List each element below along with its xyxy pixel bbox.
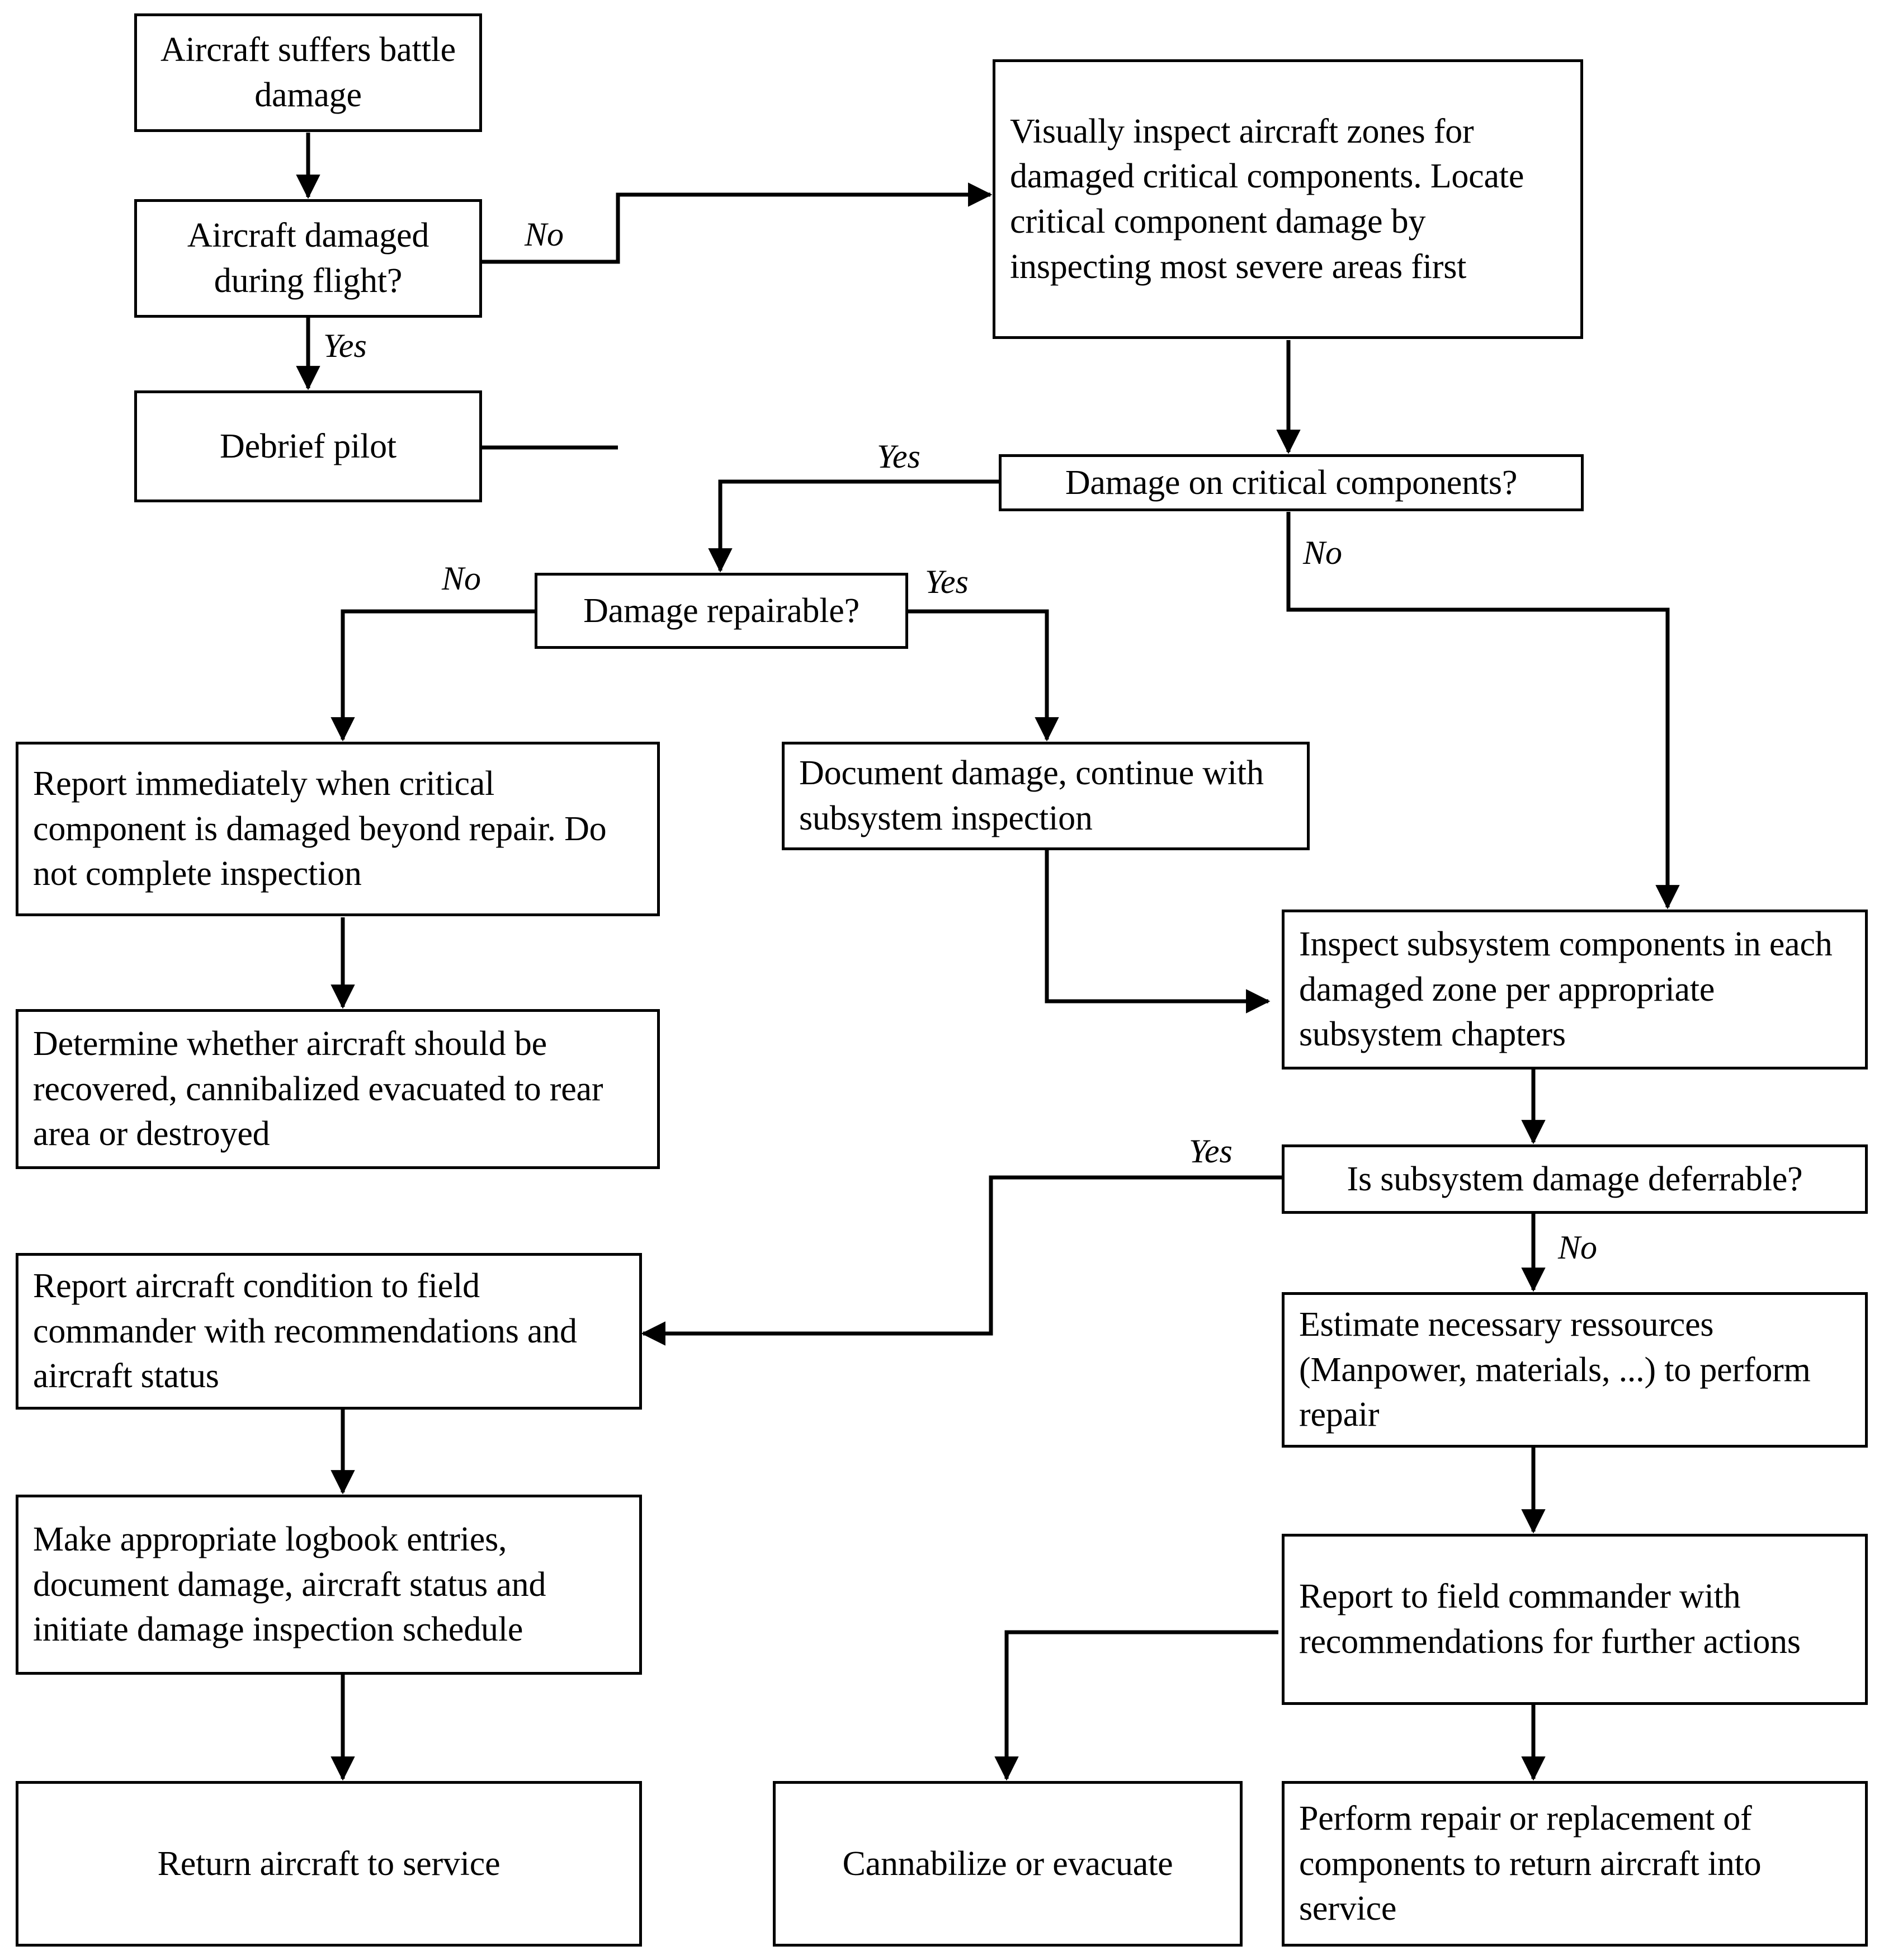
node-label: Damage on critical components?: [1065, 463, 1518, 502]
node-label: Debrief pilot: [220, 427, 396, 465]
node-report-to-field-commander-further-actions[interactable]: Report to field commander with recommend…: [1282, 1534, 1868, 1705]
edge-label-repairable-yes: Yes: [925, 563, 969, 600]
node-make-logbook-entries[interactable]: Make appropriate logbook entries, docume…: [16, 1495, 642, 1675]
node-cannibalize-or-evacuate[interactable]: Cannabilize or evacuate: [773, 1781, 1243, 1947]
node-aircraft-suffers-battle-damage[interactable]: Aircraft suffers battle damage: [134, 13, 482, 132]
edge-label-deferrable-no: No: [1558, 1229, 1598, 1266]
node-label: Visually inspect aircraft zones for dama…: [1010, 112, 1524, 286]
node-report-aircraft-condition-to-field-commander[interactable]: Report aircraft condition to field comma…: [16, 1253, 642, 1410]
node-estimate-necessary-ressources[interactable]: Estimate necessary ressources (Manpower,…: [1282, 1292, 1868, 1448]
node-perform-repair-or-replacement[interactable]: Perform repair or replacement of compone…: [1282, 1781, 1868, 1947]
edge-label-critical-no: No: [1303, 534, 1343, 571]
node-label: Document damage, continue with subsystem…: [799, 754, 1264, 837]
node-aircraft-damaged-during-flight[interactable]: Aircraft damaged during flight?: [134, 199, 482, 318]
node-is-subsystem-damage-deferrable[interactable]: Is subsystem damage deferrable?: [1282, 1144, 1868, 1214]
node-determine-whether-aircraft-recovered[interactable]: Determine whether aircraft should be rec…: [16, 1009, 660, 1169]
edge-label-deferrable-yes: Yes: [1189, 1133, 1233, 1170]
node-label: Perform repair or replacement of compone…: [1299, 1799, 1762, 1928]
node-label: Cannabilize or evacuate: [842, 1844, 1173, 1883]
edge-deferrable-yes-to-condition: [641, 1175, 1283, 1346]
node-debrief-pilot[interactable]: Debrief pilot: [134, 390, 482, 502]
edge-label-flight-no: No: [525, 216, 564, 253]
node-return-aircraft-to-service[interactable]: Return aircraft to service: [16, 1781, 642, 1947]
node-label: Aircraft damaged during flight?: [187, 216, 429, 300]
node-label: Determine whether aircraft should be rec…: [33, 1025, 603, 1153]
node-label: Aircraft suffers battle damage: [160, 31, 456, 114]
edge-repairable-no-to-report: [330, 609, 537, 742]
node-damage-repairable[interactable]: Damage repairable?: [535, 573, 908, 649]
node-label: Report to field commander with recommend…: [1299, 1577, 1801, 1661]
node-visually-inspect-aircraft-zones[interactable]: Visually inspect aircraft zones for dama…: [993, 59, 1583, 339]
edge-repairable-yes-to-document: [906, 609, 1059, 742]
node-label: Return aircraft to service: [157, 1844, 500, 1883]
node-label: Report immediately when critical compone…: [33, 765, 607, 893]
edge-document-to-inspect: [1045, 850, 1271, 1014]
node-label: Is subsystem damage deferrable?: [1347, 1160, 1803, 1198]
node-label: Make appropriate logbook entries, docume…: [33, 1520, 546, 1649]
edge-report-to-cannibalize: [994, 1630, 1278, 1781]
node-label: Report aircraft condition to field comma…: [33, 1267, 577, 1396]
node-inspect-subsystem-components[interactable]: Inspect subsystem components in each dam…: [1282, 910, 1868, 1069]
edge-label-repairable-no: No: [442, 560, 481, 597]
edge-label-critical-yes: Yes: [877, 438, 920, 475]
node-label: Damage repairable?: [583, 591, 860, 630]
node-label: Inspect subsystem components in each dam…: [1299, 925, 1833, 1054]
node-report-immediately-critical-beyond-repair[interactable]: Report immediately when critical compone…: [16, 742, 660, 916]
edge-critical-no-to-inspect: [1286, 512, 1680, 910]
node-damage-on-critical-components[interactable]: Damage on critical components?: [999, 454, 1584, 511]
node-document-damage-continue-subsystem[interactable]: Document damage, continue with subsystem…: [782, 742, 1310, 850]
edge-label-flight-yes: Yes: [323, 327, 367, 364]
edge-critical-yes-to-repairable: [708, 479, 1001, 573]
node-label: Estimate necessary ressources (Manpower,…: [1299, 1306, 1811, 1434]
